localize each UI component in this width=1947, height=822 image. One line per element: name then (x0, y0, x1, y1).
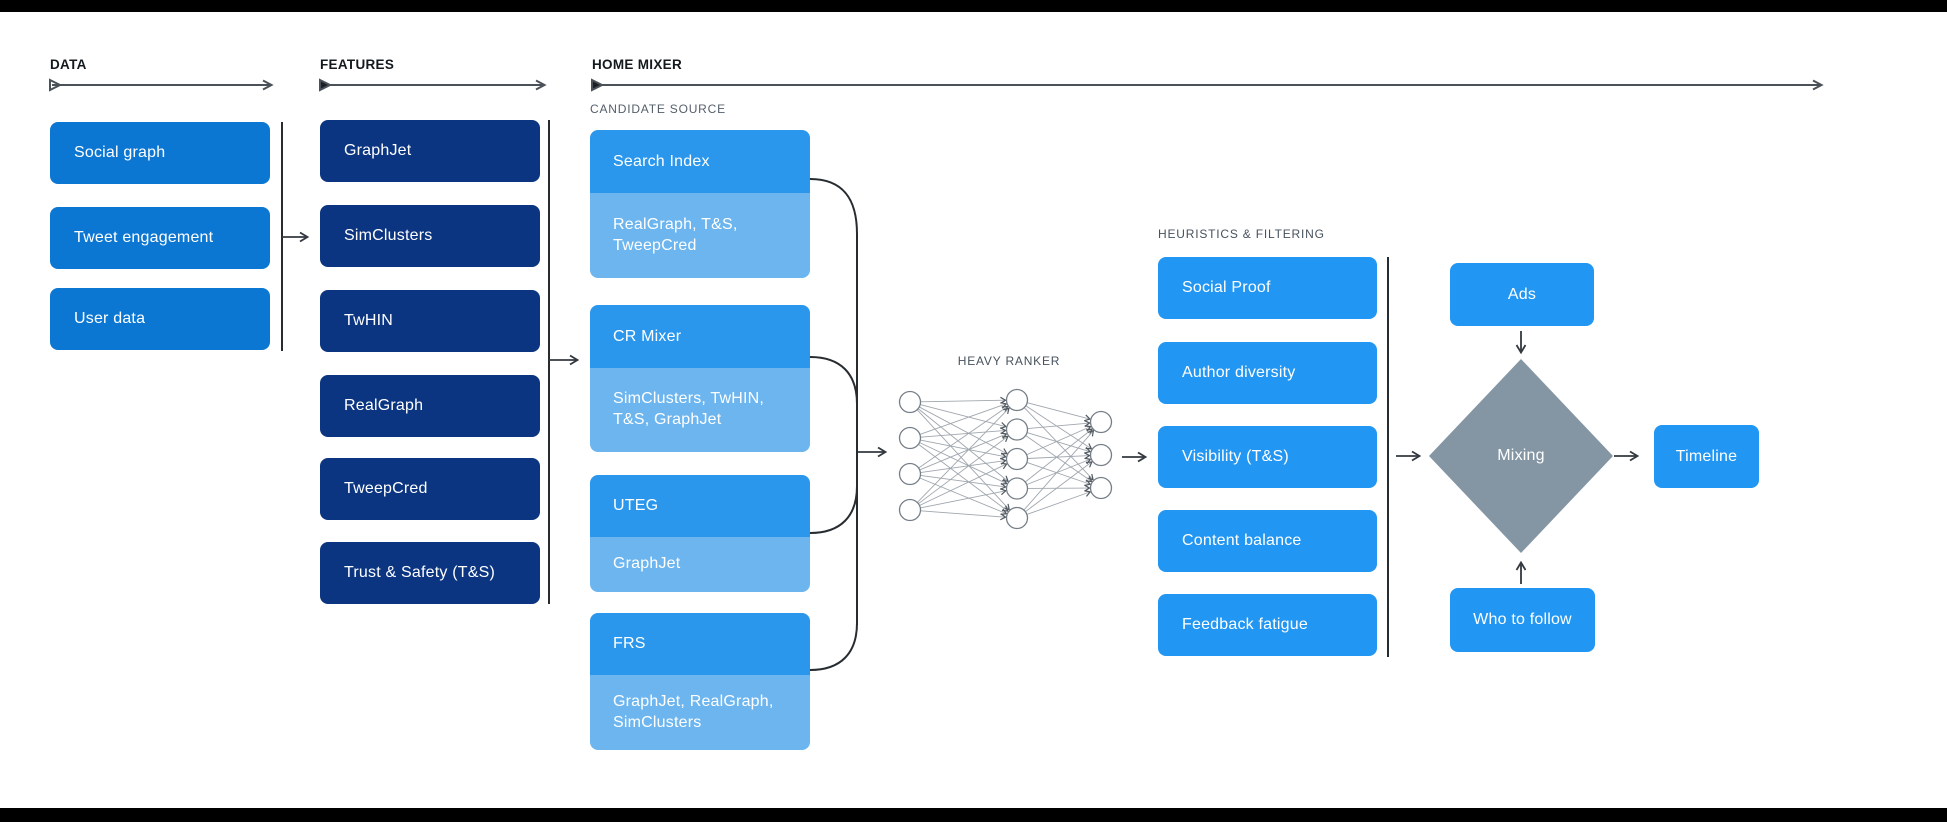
box-tweepcred: TweepCred (320, 458, 540, 520)
candidate-search-index-title: Search Index (590, 130, 810, 193)
section-title-home-mixer: HOME MIXER (592, 57, 683, 72)
label-candidate-source: CANDIDATE SOURCE (590, 102, 726, 116)
connector-frs (809, 622, 858, 671)
bottom-black-bar (0, 808, 1947, 822)
candidate-search-index: Search Index RealGraph, T&S, TweepCred (590, 130, 810, 278)
box-who-to-follow: Who to follow (1450, 588, 1595, 652)
candidate-cr-mixer-features: SimClusters, TwHIN, T&S, GraphJet (590, 368, 810, 452)
box-social-graph: Social graph (50, 122, 270, 184)
candidate-frs-title: FRS (590, 613, 810, 675)
box-twhin: TwHIN (320, 290, 540, 352)
label-heavy-ranker: HEAVY RANKER (957, 354, 1061, 368)
box-timeline: Timeline (1654, 425, 1759, 488)
box-visibility-ts: Visibility (T&S) (1158, 426, 1377, 488)
box-author-diversity: Author diversity (1158, 342, 1377, 404)
box-user-data: User data (50, 288, 270, 350)
box-social-proof: Social Proof (1158, 257, 1377, 319)
candidate-cr-mixer-title: CR Mixer (590, 305, 810, 368)
box-ads: Ads (1450, 263, 1594, 326)
box-trust-safety: Trust & Safety (T&S) (320, 542, 540, 604)
flow-arrows (282, 231, 1640, 584)
mixing-diamond (1429, 359, 1613, 553)
candidate-cr-mixer: CR Mixer SimClusters, TwHIN, T&S, GraphJ… (590, 305, 810, 452)
box-feedback-fatigue: Feedback fatigue (1158, 594, 1377, 656)
heavy-ranker-network (898, 388, 1113, 530)
connector-cr-mixer (809, 356, 858, 405)
box-graphjet: GraphJet (320, 120, 540, 182)
section-axis-arrows (49, 78, 1824, 92)
connector-uteg (809, 485, 858, 534)
candidate-frs: FRS GraphJet, RealGraph, SimClusters (590, 613, 810, 750)
candidate-uteg: UTEG GraphJet (590, 475, 810, 592)
box-realgraph: RealGraph (320, 375, 540, 437)
box-tweet-engagement: Tweet engagement (50, 207, 270, 269)
candidate-uteg-title: UTEG (590, 475, 810, 537)
section-title-features: FEATURES (320, 57, 395, 72)
section-title-data: DATA (50, 57, 87, 72)
candidate-search-index-features: RealGraph, T&S, TweepCred (590, 193, 810, 278)
label-heuristics-filtering: HEURISTICS & FILTERING (1158, 227, 1325, 241)
candidate-uteg-features: GraphJet (590, 537, 810, 592)
connector-search-index (809, 178, 858, 625)
top-black-bar (0, 0, 1947, 12)
box-simclusters: SimClusters (320, 205, 540, 267)
mixing-diamond-label: Mixing (1497, 447, 1545, 464)
candidate-frs-features: GraphJet, RealGraph, SimClusters (590, 675, 810, 750)
box-content-balance: Content balance (1158, 510, 1377, 572)
candidate-connectors (809, 178, 858, 671)
